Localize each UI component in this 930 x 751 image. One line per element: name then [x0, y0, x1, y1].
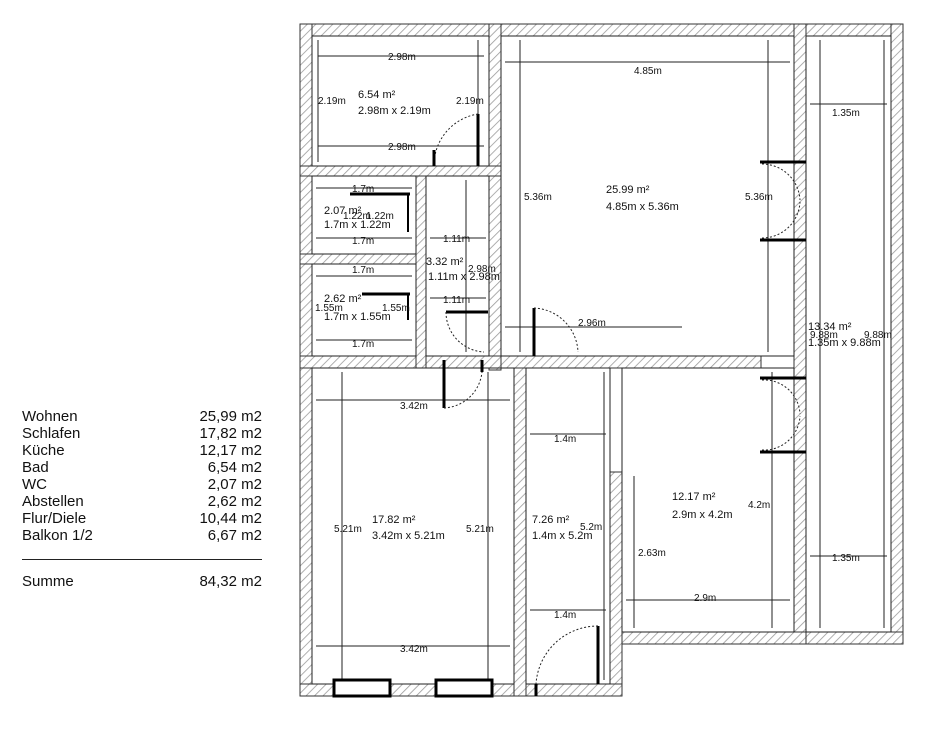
bad-dim-top: 2.98m — [388, 52, 416, 63]
bad-size: 2.98m x 2.19m — [358, 105, 431, 117]
wohnen-dim-right: 5.36m — [745, 192, 773, 203]
schlafen-dim-top: 3.42m — [400, 401, 428, 412]
legend-room-area: 2,07 m2 — [207, 476, 262, 493]
flur-dim-right: 5.2m — [580, 522, 602, 533]
door-balkon-lower — [760, 376, 806, 454]
balkon-dim-right: 9.88m — [864, 330, 892, 341]
abstellen-dim-right: 1.55m — [382, 303, 410, 314]
door-entrance — [534, 625, 600, 696]
schlafen-dim-right: 5.21m — [466, 524, 494, 535]
door-abstellen — [362, 292, 410, 320]
legend-room-area: 2,62 m2 — [207, 493, 262, 510]
window-left — [332, 678, 392, 698]
abstellen-area: 2.62 m² — [324, 293, 362, 305]
bad-dim-left: 2.19m — [318, 96, 346, 107]
legend-room-area: 12,17 m2 — [199, 442, 262, 459]
wc-area: 2.07 m² — [324, 205, 362, 217]
doors — [350, 113, 806, 696]
legend-room-name: Bad — [22, 459, 49, 476]
door-schlafen — [442, 360, 484, 409]
door-wohnen — [532, 307, 579, 356]
legend-room-area: 6,67 m2 — [207, 527, 262, 544]
abstellen-dim-bottom: 1.7m — [352, 339, 374, 350]
legend-row: Abstellen 2,62 m2 — [22, 493, 262, 510]
schlafen-size: 3.42m x 5.21m — [372, 530, 445, 542]
abstellen-size: 1.7m x 1.55m — [324, 311, 391, 323]
wohnen-area: 25.99 m² — [606, 184, 650, 196]
balkon-area: 13.34 m² — [808, 321, 852, 333]
legend-room-area: 10,44 m2 — [199, 510, 262, 527]
legend-room-name: Wohnen — [22, 408, 78, 425]
flur-small-size: 1.11m x 2.98m — [428, 271, 500, 283]
kueche-dim-bottom: 2.9m — [694, 593, 716, 604]
balkon-dim-top: 1.35m — [832, 108, 860, 119]
legend-row: Flur/Diele 10,44 m2 — [22, 510, 262, 527]
legend-room-name: WC — [22, 476, 47, 493]
legend-room-area: 25,99 m2 — [199, 408, 262, 425]
bad-dim-right: 2.19m — [456, 96, 484, 107]
kueche-dim-right: 4.2m — [748, 500, 770, 511]
flur-small-dim-right: 2.98m — [468, 264, 496, 275]
flur-dim-top: 1.4m — [554, 434, 576, 445]
legend-row: Wohnen 25,99 m2 — [22, 408, 262, 425]
legend-row: WC 2,07 m2 — [22, 476, 262, 493]
legend-row: Balkon 1/2 6,67 m2 — [22, 527, 262, 544]
flur-area: 7.26 m² — [532, 514, 570, 526]
legend-total-row: Summe 84,32 m2 — [22, 573, 262, 590]
door-wc — [350, 192, 410, 232]
balkon-dim-left: 9.88m — [810, 330, 838, 341]
area-legend: Wohnen 25,99 m2 Schlafen 17,82 m2 Küche 12,… — [22, 408, 262, 590]
wc-dim-right: 1.22m — [366, 211, 394, 222]
door-balkon-upper — [760, 160, 806, 242]
wohnen-dim-left: 5.36m — [524, 192, 552, 203]
schlafen-area: 17.82 m² — [372, 514, 416, 526]
bad-area: 6.54 m² — [358, 89, 396, 101]
legend-divider — [22, 559, 262, 560]
windows — [332, 678, 494, 698]
flur-small-dim-top: 1.11m — [443, 234, 470, 245]
legend-row: Bad 6,54 m2 — [22, 459, 262, 476]
door-small-hall — [445, 310, 488, 353]
walls — [299, 23, 904, 697]
room-labels: 6.54 m² 2.98m x 2.19m 2.98m 2.98m 2.19m … — [315, 52, 892, 655]
legend-room-name: Balkon 1/2 — [22, 527, 93, 544]
legend-total-label: Summe — [22, 573, 74, 590]
flur-small-dim-bottom: 1.11m — [443, 295, 470, 306]
legend-total-value: 84,32 m2 — [199, 573, 262, 590]
abstellen-dim-left: 1.55m — [315, 303, 343, 314]
bad-dim-bottom: 2.98m — [388, 142, 416, 153]
legend-room-area: 17,82 m2 — [199, 425, 262, 442]
door-bad — [432, 113, 480, 166]
dimension-lines — [316, 40, 887, 680]
legend-room-name: Schlafen — [22, 425, 81, 442]
kueche-dim-left: 2.63m — [638, 548, 666, 559]
flur-size: 1.4m x 5.2m — [532, 530, 593, 542]
wohnen-dim-bottom: 2.96m — [578, 318, 606, 329]
legend-room-area: 6,54 m2 — [207, 459, 262, 476]
wc-size: 1.7m x 1.22m — [324, 219, 391, 231]
legend-row: Küche 12,17 m2 — [22, 442, 262, 459]
legend-room-name: Flur/Diele — [22, 510, 87, 527]
wc-dim-bottom: 1.7m — [352, 236, 374, 247]
kueche-size: 2.9m x 4.2m — [672, 509, 733, 521]
abstellen-dim-top: 1.7m — [352, 265, 374, 276]
wohnen-size: 4.85m x 5.36m — [606, 201, 679, 213]
window-right — [434, 678, 494, 698]
legend-row: Schlafen 17,82 m2 — [22, 425, 262, 442]
wc-dim-top: 1.7m — [352, 184, 374, 195]
wohnen-dim-top: 4.85m — [634, 66, 662, 77]
kueche-area: 12.17 m² — [672, 491, 716, 503]
flur-dim-bottom: 1.4m — [554, 610, 576, 621]
schlafen-dim-bottom: 3.42m — [400, 644, 428, 655]
room-outlines — [311, 35, 892, 685]
legend-room-name: Abstellen — [22, 493, 84, 510]
balkon-size: 1.35m x 9.88m — [808, 337, 881, 349]
balkon-dim-bottom: 1.35m — [832, 553, 860, 564]
schlafen-dim-left: 5.21m — [334, 524, 362, 535]
flur-small-area: 3.32 m² — [426, 256, 464, 268]
wc-dim-left: 1.22m — [343, 211, 371, 222]
legend-room-name: Küche — [22, 442, 65, 459]
